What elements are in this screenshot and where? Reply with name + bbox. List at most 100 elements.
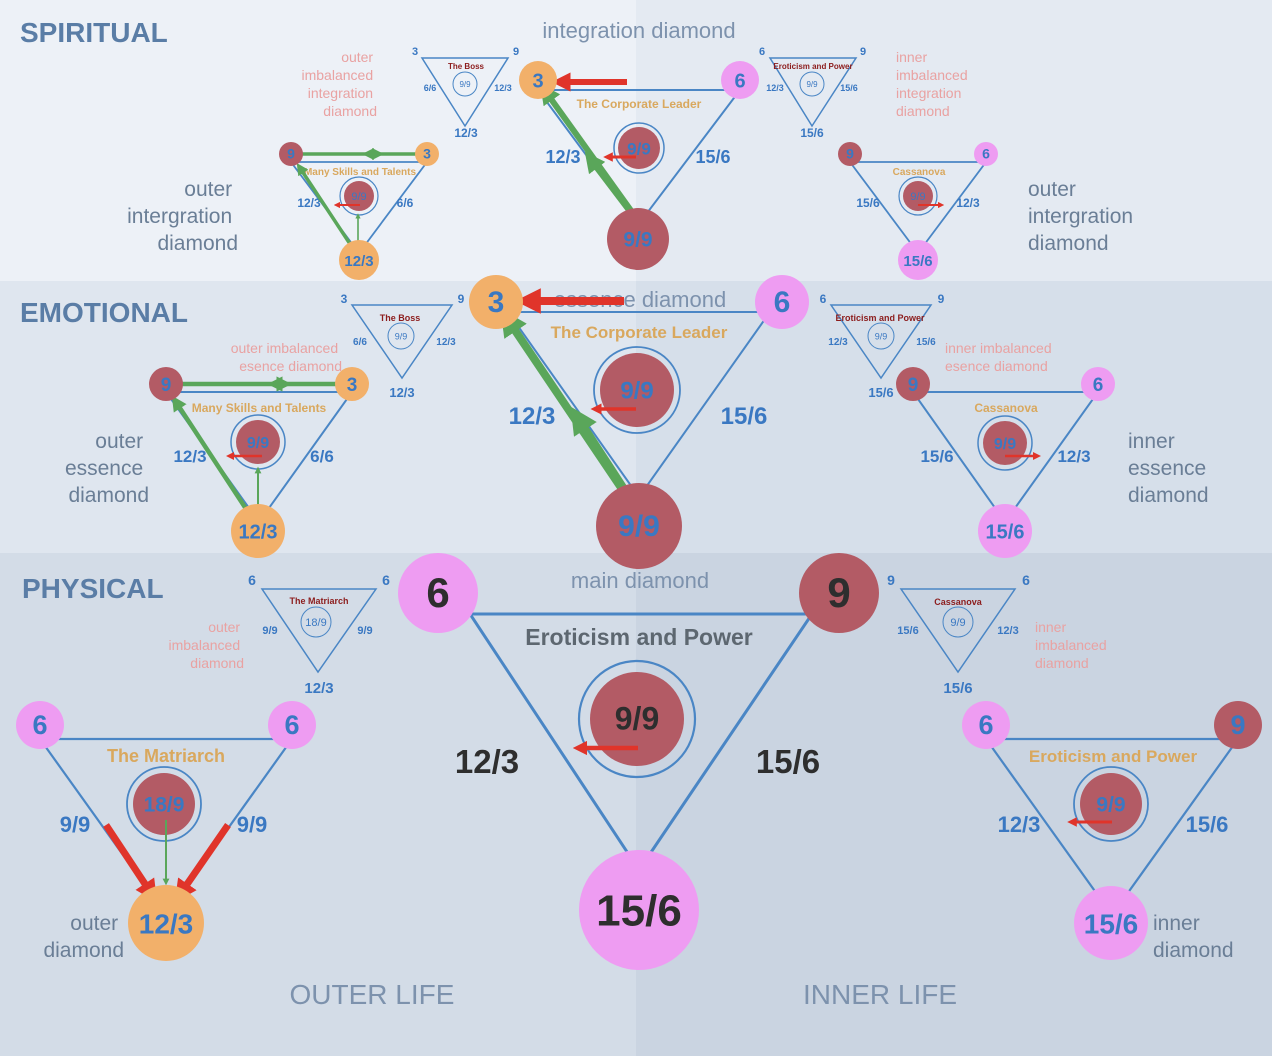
center-ring: [577, 659, 697, 779]
left-edge-value: 9/9: [262, 625, 277, 637]
green-arrow: [296, 163, 356, 251]
center-ring: [300, 606, 332, 638]
top-right-node: [415, 142, 439, 166]
center-node: [1080, 773, 1142, 835]
center-value: 9/9: [875, 331, 888, 341]
spiritual-outer-imbalanced-diamond: The Boss 9/9 3 9 6/6 12/3 12/3 outer imb…: [302, 46, 520, 140]
bottom-value: 15/6: [943, 680, 972, 697]
caption-line: inner: [1128, 430, 1175, 453]
band-label-physical: PHYSICAL: [22, 573, 164, 604]
diamond-triangle: [829, 304, 933, 380]
caption-line: diamond: [43, 939, 124, 962]
top-right-node: [974, 142, 998, 166]
diamond-caption: outer imbalanced integration diamond: [302, 49, 378, 119]
center-node: [983, 421, 1027, 465]
bottom-value: 15/6: [800, 126, 824, 140]
top-left-node: [519, 61, 557, 99]
left-edge-value: 15/6: [920, 447, 953, 466]
center-value: 9/9: [351, 191, 366, 203]
left-edge-value: 12/3: [173, 447, 206, 466]
left-edge-value: 9/9: [60, 812, 91, 837]
center-value: 18/9: [305, 617, 326, 629]
center-value: 9/9: [247, 435, 269, 452]
caption-line: diamond: [157, 232, 238, 255]
diamond-caption: outer intergration diamond: [1028, 178, 1139, 255]
green-arrow: [570, 406, 632, 498]
top-right-node: [1214, 701, 1262, 749]
right-edge-value: 6/6: [310, 447, 334, 466]
top-right-node: [755, 275, 809, 329]
top-left-node: [149, 367, 183, 401]
top-right-node: [1081, 367, 1115, 401]
center-node: [344, 181, 374, 211]
top-left-value: 6: [248, 572, 256, 588]
top-left-node: [16, 701, 64, 749]
diamond-caption: inner imbalanced esence diamond: [945, 340, 1056, 374]
band-emotional-outer: [0, 281, 636, 553]
top-left-value: 6: [426, 569, 449, 616]
left-edge-value: 12/3: [828, 337, 848, 348]
caption-line: diamond: [1028, 232, 1109, 255]
caption-line: outer imbalanced: [231, 340, 338, 356]
top-right-value: 3: [347, 375, 358, 396]
band-labels: SPIRITUAL EMOTIONAL PHYSICAL OUTER LIFE …: [20, 17, 957, 1010]
caption-line: diamond: [190, 655, 244, 671]
physical-inner-imbalanced-diamond: Cassanova 9/9 9 6 15/6 12/3 15/6 inner i…: [887, 572, 1107, 697]
diamond-triangle: [420, 57, 510, 128]
diamond-caption: main diamond: [571, 568, 709, 593]
bottom-value: 9/9: [618, 510, 660, 543]
caption-line: intergration: [1028, 205, 1133, 228]
diamond-triangle: [899, 588, 1017, 674]
top-right-value: 6: [284, 710, 299, 740]
top-left-value: 6: [978, 710, 993, 740]
top-right-value: 6: [1093, 375, 1104, 396]
left-edge-value: 12/3: [297, 196, 321, 210]
bottom-node: [596, 483, 682, 569]
diamond-title: The Boss: [380, 313, 421, 323]
center-value: 9/9: [1096, 794, 1125, 817]
diamond-caption: outer intergration diamond: [127, 178, 238, 255]
top-left-value: 9: [287, 146, 295, 162]
top-left-value: 3: [341, 292, 348, 306]
top-left-value: 9: [161, 375, 172, 396]
caption-line: diamond: [68, 484, 149, 507]
top-right-value: 6: [734, 70, 745, 92]
right-edge-value: 12/3: [997, 625, 1018, 637]
right-edge-value: 9/9: [237, 812, 268, 837]
right-edge-value: 15/6: [1186, 812, 1229, 837]
center-node: [590, 672, 684, 766]
top-right-value: 6: [982, 146, 990, 162]
center-ring: [867, 322, 895, 350]
top-right-node: [721, 61, 759, 99]
diamond-title: The Matriarch: [289, 596, 348, 606]
physical-outer-imbalanced-diamond: The Matriarch 18/9 6 6 9/9 9/9 12/3 oute…: [169, 572, 391, 697]
top-right-value: 9: [938, 292, 945, 306]
center-ring: [593, 346, 681, 434]
left-edge-value: 12/3: [766, 83, 784, 93]
column-label-outer: OUTER LIFE: [290, 979, 455, 1010]
right-edge-value: 12/3: [494, 83, 512, 93]
top-right-value: 9: [458, 292, 465, 306]
diamond-title: Eroticism and Power: [525, 624, 753, 650]
caption-line: diamond: [1153, 939, 1234, 962]
diamond-title: Eroticism and Power: [773, 62, 852, 71]
band-label-emotional: EMOTIONAL: [20, 297, 188, 328]
spiritual-outer-diamond: Many Skills and Talents 9/9 12/3 6/6 9 3…: [127, 142, 439, 280]
left-edge-value: 12/3: [998, 812, 1041, 837]
emotional-main-diamond: essence diamond The Corporate Leader 9/9…: [469, 275, 809, 569]
diamond-caption: outer essence diamond: [65, 430, 149, 507]
top-right-value: 6: [1022, 572, 1030, 588]
top-left-value: 9: [887, 572, 895, 588]
red-arrow: [174, 823, 231, 903]
top-right-value: 9: [513, 46, 519, 58]
caption-line: diamond: [896, 103, 950, 119]
left-edge-value: 12/3: [455, 743, 519, 780]
caption-line: esence diamond: [239, 358, 342, 374]
center-ring: [613, 122, 665, 174]
center-value: 9/9: [994, 436, 1016, 453]
diamond-title: Eroticism and Power: [1029, 747, 1198, 766]
diamond-title: Many Skills and Talents: [304, 167, 417, 178]
caption-line: esence diamond: [945, 358, 1048, 374]
